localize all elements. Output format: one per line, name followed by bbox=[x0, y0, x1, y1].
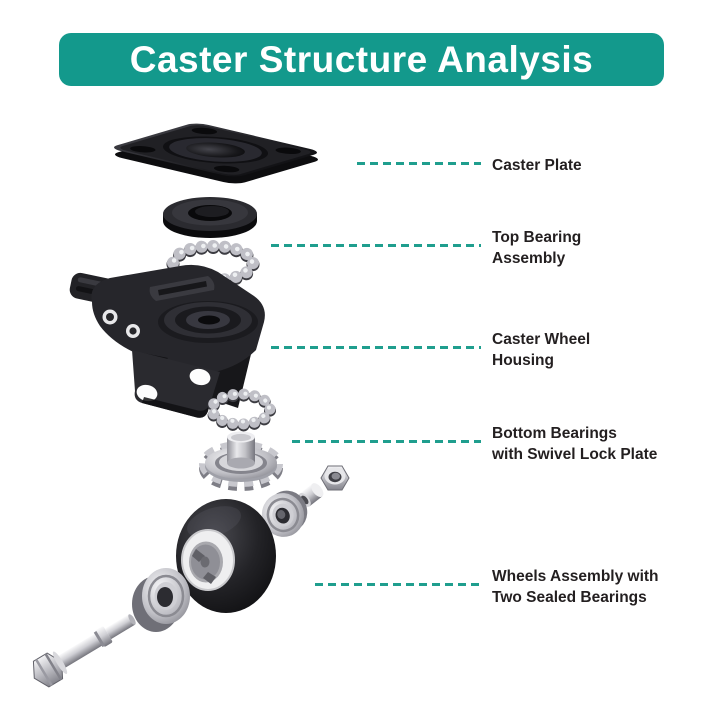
label-caster-plate: Caster Plate bbox=[492, 155, 702, 176]
label-line: Bottom Bearings bbox=[492, 425, 617, 442]
page-title: Caster Structure Analysis bbox=[129, 38, 594, 80]
callout-line-wheels-assembly bbox=[315, 583, 481, 586]
label-line: with Swivel Lock Plate bbox=[492, 446, 658, 463]
callout-line-caster-wheel-housing bbox=[271, 346, 481, 349]
swivel-lock-plate-illustration bbox=[199, 431, 283, 491]
top-bearing-washer bbox=[163, 197, 257, 238]
callout-line-caster-plate bbox=[357, 162, 481, 165]
spacer-bushing-illustration bbox=[298, 483, 324, 507]
label-line: Two Sealed Bearings bbox=[492, 589, 647, 606]
label-line: Housing bbox=[492, 352, 554, 369]
callout-line-bottom-bearings bbox=[292, 440, 481, 443]
label-line: Top Bearing bbox=[492, 229, 582, 246]
label-line: Wheels Assembly with bbox=[492, 568, 659, 585]
label-caster-wheel-housing: Caster Wheel Housing bbox=[492, 329, 702, 371]
label-line: Caster Wheel bbox=[492, 331, 591, 348]
hex-nut-illustration bbox=[320, 465, 350, 491]
label-wheels-assembly: Wheels Assembly with Two Sealed Bearings bbox=[492, 566, 702, 608]
ball-bearing-ring-bottom bbox=[206, 388, 276, 432]
label-line: Assembly bbox=[492, 250, 566, 267]
label-line: Caster Plate bbox=[492, 157, 582, 174]
label-top-bearing-assembly: Top Bearing Assembly bbox=[492, 227, 702, 269]
caster-plate-illustration bbox=[114, 123, 318, 184]
callout-line-top-bearing-assembly bbox=[271, 244, 481, 247]
wheel-illustration bbox=[176, 499, 276, 613]
title-banner: Caster Structure Analysis bbox=[59, 33, 664, 86]
sealed-bearing-right-illustration bbox=[261, 490, 308, 537]
axle-bolt-illustration bbox=[32, 614, 136, 688]
sealed-bearing-left-illustration bbox=[132, 568, 190, 632]
label-bottom-bearings: Bottom Bearings with Swivel Lock Plate bbox=[492, 423, 702, 465]
